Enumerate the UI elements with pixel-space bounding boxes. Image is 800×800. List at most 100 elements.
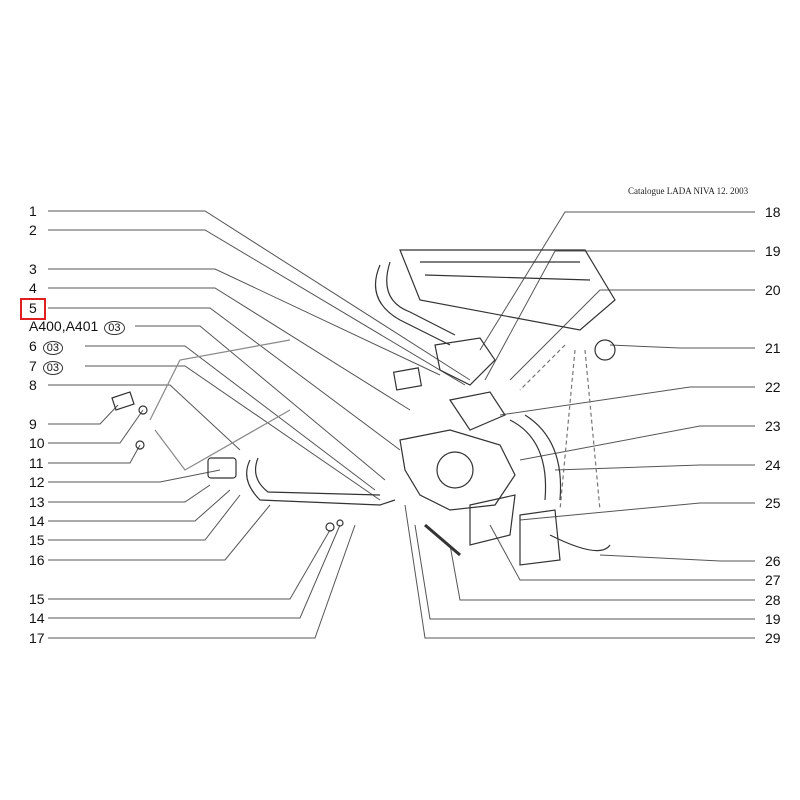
callout-label-A400,A401[interactable]: A400,A401 03 bbox=[29, 318, 125, 335]
callout-label-23[interactable]: 23 bbox=[765, 418, 781, 434]
gasket-4 bbox=[392, 367, 423, 391]
block-outline bbox=[149, 339, 291, 471]
leader-line bbox=[48, 524, 356, 639]
leader-line bbox=[135, 325, 386, 481]
leader-line bbox=[48, 409, 144, 444]
callout-number: 16 bbox=[29, 552, 45, 568]
sensor-9 bbox=[111, 391, 135, 411]
callout-number: 15 bbox=[29, 532, 45, 548]
water-pump bbox=[399, 429, 516, 511]
callout-number: 8 bbox=[29, 377, 37, 393]
leader-line bbox=[48, 229, 466, 386]
callout-label-11[interactable]: 11 bbox=[29, 455, 44, 471]
callout-label-19[interactable]: 19 bbox=[765, 243, 781, 259]
leader-line bbox=[599, 554, 755, 562]
leader-line bbox=[48, 524, 341, 619]
leader-line bbox=[48, 469, 221, 483]
leader-line bbox=[414, 524, 755, 620]
callout-label-22[interactable]: 22 bbox=[765, 379, 781, 395]
leader-line bbox=[48, 444, 141, 464]
leader-line bbox=[48, 489, 231, 522]
leader-line bbox=[85, 365, 381, 501]
clamp-21 bbox=[594, 339, 616, 361]
callout-label-20[interactable]: 20 bbox=[765, 282, 781, 298]
callout-number: 3 bbox=[29, 261, 37, 277]
leader-line bbox=[519, 425, 755, 461]
callout-label-15[interactable]: 15 bbox=[29, 591, 45, 607]
callout-number: 12 bbox=[29, 474, 45, 490]
callout-label-9[interactable]: 9 bbox=[29, 416, 37, 432]
hose-23 bbox=[509, 414, 562, 501]
callout-label-5[interactable]: 5 bbox=[29, 300, 37, 316]
callout-number: 9 bbox=[29, 416, 37, 432]
callout-label-6[interactable]: 6 03 bbox=[29, 338, 64, 355]
callout-label-1[interactable]: 1 bbox=[29, 203, 37, 219]
callout-label-8[interactable]: 8 bbox=[29, 377, 37, 393]
leader-line bbox=[449, 544, 755, 601]
leader-line bbox=[48, 404, 119, 425]
selected-label-highlight bbox=[20, 298, 46, 320]
callout-number: 14 bbox=[29, 610, 45, 626]
callout-number: 11 bbox=[29, 455, 44, 471]
callout-number: 2 bbox=[29, 222, 37, 238]
leader-line bbox=[479, 211, 755, 351]
leader-line bbox=[484, 250, 755, 381]
callout-number: 5 bbox=[29, 300, 37, 316]
callout-label-29[interactable]: 29 bbox=[765, 630, 781, 646]
callout-number: 14 bbox=[29, 513, 45, 529]
leader-line bbox=[48, 484, 211, 503]
leader-line bbox=[404, 504, 755, 639]
variant-code-badge: 03 bbox=[42, 361, 64, 375]
leader-line bbox=[489, 524, 755, 581]
callout-label-15[interactable]: 15 bbox=[29, 532, 45, 548]
callout-label-14[interactable]: 14 bbox=[29, 610, 45, 626]
callout-label-19[interactable]: 19 bbox=[765, 611, 781, 627]
catalogue-header: Catalogue LADA NIVA 12. 2003 bbox=[628, 186, 749, 196]
callout-label-25[interactable]: 25 bbox=[765, 495, 781, 511]
leader-line bbox=[48, 268, 441, 376]
callout-label-27[interactable]: 27 bbox=[765, 572, 781, 588]
leader-line bbox=[48, 504, 271, 561]
leader-lines bbox=[48, 210, 755, 639]
heater-core bbox=[399, 249, 616, 331]
variant-code-badge: 03 bbox=[104, 321, 125, 335]
callout-label-10[interactable]: 10 bbox=[29, 435, 45, 451]
callout-label-17[interactable]: 17 bbox=[29, 630, 45, 646]
flange-12 bbox=[207, 457, 237, 479]
callout-label-13[interactable]: 13 bbox=[29, 494, 45, 510]
tee-25 bbox=[519, 509, 611, 566]
leader-line bbox=[499, 386, 755, 416]
heater-tap bbox=[434, 337, 496, 386]
callout-label-3[interactable]: 3 bbox=[29, 261, 37, 277]
hose-27 bbox=[469, 494, 516, 546]
callout-label-24[interactable]: 24 bbox=[765, 457, 781, 473]
leader-line bbox=[554, 464, 755, 471]
callout-label-7[interactable]: 7 03 bbox=[29, 358, 64, 375]
callout-label-2[interactable]: 2 bbox=[29, 222, 37, 238]
callout-number: 10 bbox=[29, 435, 45, 451]
callout-label-26[interactable]: 26 bbox=[765, 553, 781, 569]
callout-number: 13 bbox=[29, 494, 45, 510]
radiator-hose-upper bbox=[374, 261, 456, 346]
callout-label-14[interactable]: 14 bbox=[29, 513, 45, 529]
callout-number: 7 bbox=[29, 358, 37, 374]
callout-label-28[interactable]: 28 bbox=[765, 592, 781, 608]
leader-line bbox=[48, 307, 401, 451]
callout-number: 6 bbox=[29, 338, 37, 354]
leader-line bbox=[48, 529, 331, 600]
callout-label-21[interactable]: 21 bbox=[765, 340, 781, 356]
callout-label-4[interactable]: 4 bbox=[29, 280, 37, 296]
leader-line bbox=[519, 502, 755, 521]
leader-line bbox=[85, 345, 376, 491]
bolt-29 bbox=[424, 523, 461, 557]
callout-label-16[interactable]: 16 bbox=[29, 552, 45, 568]
leader-line bbox=[509, 289, 755, 381]
variant-code-badge: 03 bbox=[42, 341, 64, 355]
callout-label-18[interactable]: 18 bbox=[765, 204, 781, 220]
callout-number: A400,A401 bbox=[29, 318, 99, 334]
leader-line bbox=[48, 494, 241, 541]
callout-label-12[interactable]: 12 bbox=[29, 474, 45, 490]
leader-line bbox=[48, 287, 411, 411]
parts-drawing bbox=[111, 249, 616, 566]
